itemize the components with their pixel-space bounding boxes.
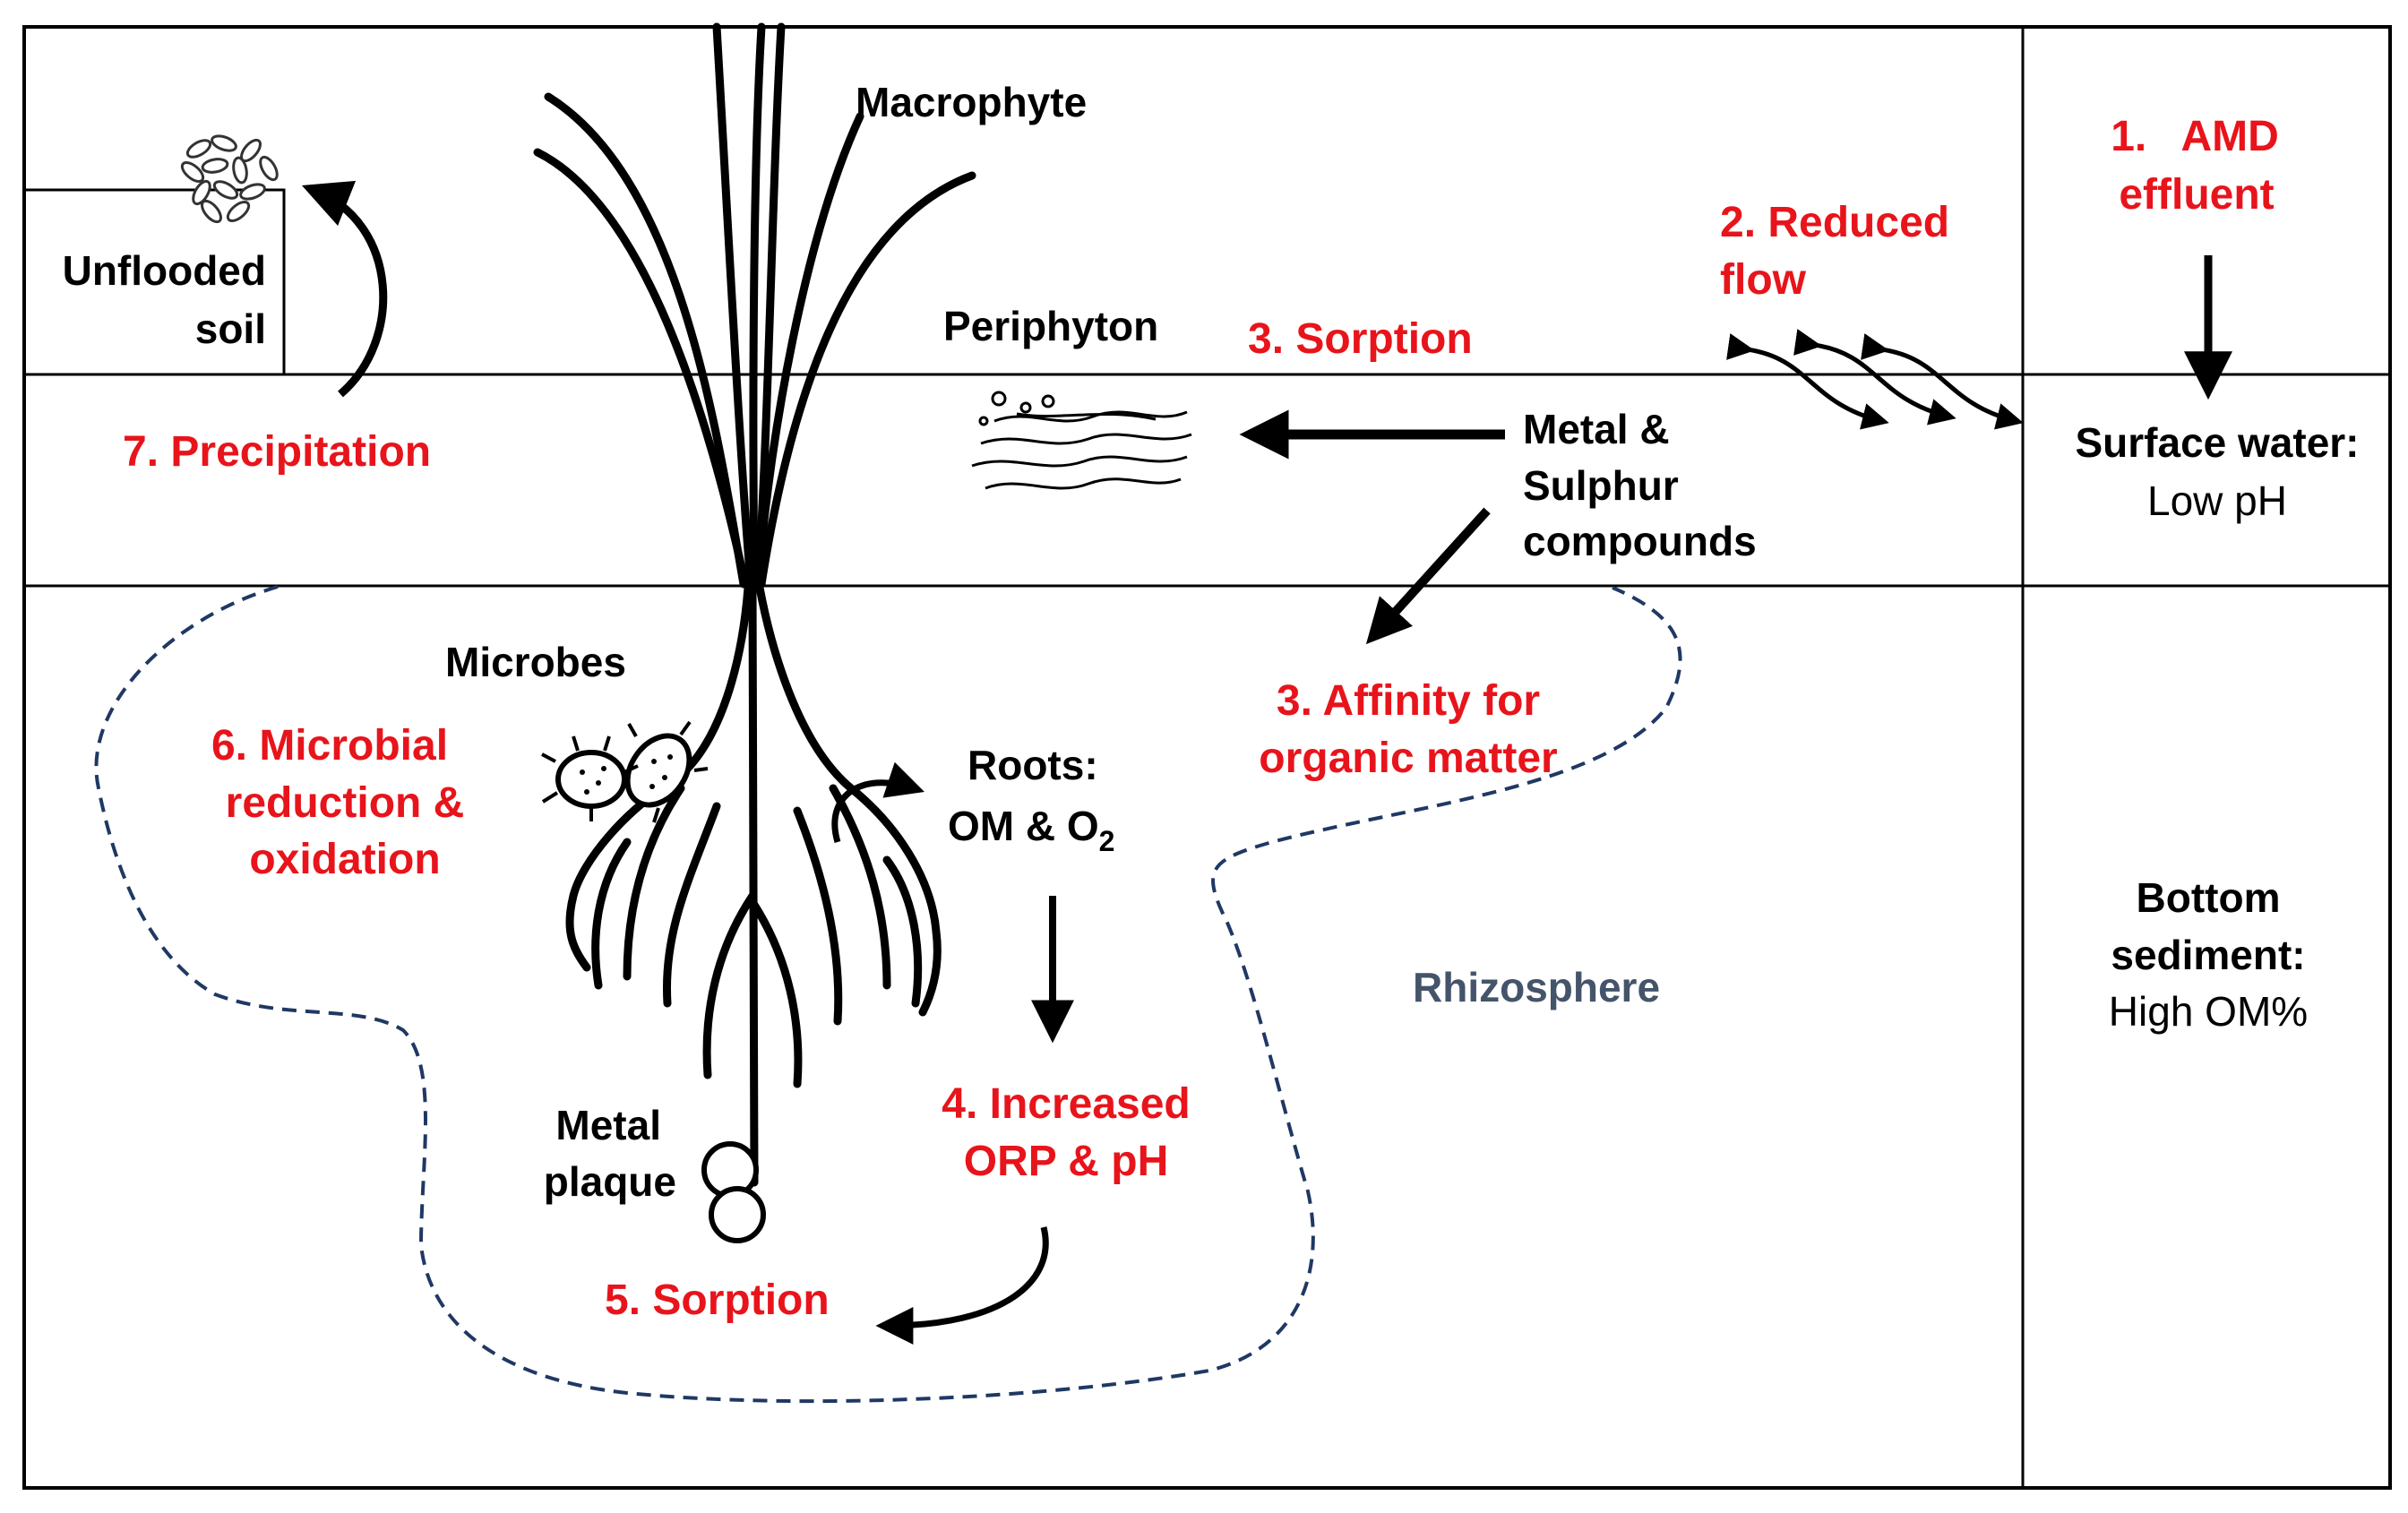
flow-arrow-2 xyxy=(1793,329,1956,426)
to-sediment-arrow xyxy=(1365,507,1491,645)
surface-water-label-2: Low pH xyxy=(2147,477,2287,524)
metal-plaque-label-1: Metal xyxy=(555,1102,661,1148)
metal-plaque-icon xyxy=(701,1141,766,1243)
flow-arrow-3 xyxy=(1861,333,2024,430)
macrophyte-label: Macrophyte xyxy=(856,79,1087,125)
precipitation-arrow xyxy=(301,180,388,398)
metal-sulphur-label-3: compounds xyxy=(1523,518,1757,564)
macrophyte-plant-icon xyxy=(533,22,976,1187)
microbes-label: Microbes xyxy=(445,639,626,685)
rhizosphere-boundary xyxy=(94,585,1682,1404)
process-6-label-b: reduction & xyxy=(226,779,465,827)
process-7-label: 7. Precipitation xyxy=(123,428,431,476)
process-2-label-a: 2. Reduced xyxy=(1720,199,1949,246)
bottom-sediment-label-3: High OM% xyxy=(2109,988,2308,1035)
periphyton-label: Periphyton xyxy=(943,303,1158,349)
rhizosphere-label: Rhizosphere xyxy=(1413,964,1660,1010)
process-1-label-b: effluent xyxy=(2119,171,2274,219)
unflooded-soil-label-1: Unflooded xyxy=(63,247,266,294)
process-3-affinity-label-a: 3. Affinity for xyxy=(1277,677,1540,725)
process-2-label-b: flow xyxy=(1720,256,1807,304)
microbes-icon xyxy=(541,720,709,823)
process-4-label-a: 4. Increased xyxy=(942,1080,1191,1128)
periphyton-icon xyxy=(971,391,1192,490)
unflooded-soil-box xyxy=(24,188,286,374)
roots-label-text: OM & O xyxy=(948,803,1099,849)
roots-label-2: OM & O2 xyxy=(948,803,1114,857)
arrows xyxy=(301,180,2232,1345)
process-3-affinity-label-b: organic matter xyxy=(1259,735,1557,782)
bottom-sediment-label-1: Bottom xyxy=(2137,874,2281,921)
process-3-sorption-label: 3. Sorption xyxy=(1248,315,1473,363)
surface-water-label-1: Surface water: xyxy=(2075,419,2359,466)
process-4-label-b: ORP & pH xyxy=(964,1138,1168,1185)
process-6-label-c: oxidation xyxy=(249,836,440,883)
bottom-sediment-label-2: sediment: xyxy=(2111,932,2305,978)
roots-label-subscript: 2 xyxy=(1099,825,1115,857)
outer-border xyxy=(22,25,2392,1490)
roots-arrow xyxy=(831,761,924,844)
unflooded-soil-label-2: soil xyxy=(195,305,266,352)
process-6-label-a: 6. Microbial xyxy=(211,722,448,769)
metal-sulphur-label-2: Sulphur xyxy=(1523,462,1679,509)
roots-label-1: Roots: xyxy=(968,742,1098,788)
sorption-arrow xyxy=(875,1226,1049,1345)
metal-plaque-label-2: plaque xyxy=(544,1158,676,1205)
bacteria-cluster-icon xyxy=(180,134,279,224)
process-5-label: 5. Sorption xyxy=(605,1277,830,1324)
flow-arrow-1 xyxy=(1726,333,1889,430)
process-1-label-a: 1. AMD xyxy=(2111,113,2279,160)
metal-sulphur-label-1: Metal & xyxy=(1523,406,1670,452)
